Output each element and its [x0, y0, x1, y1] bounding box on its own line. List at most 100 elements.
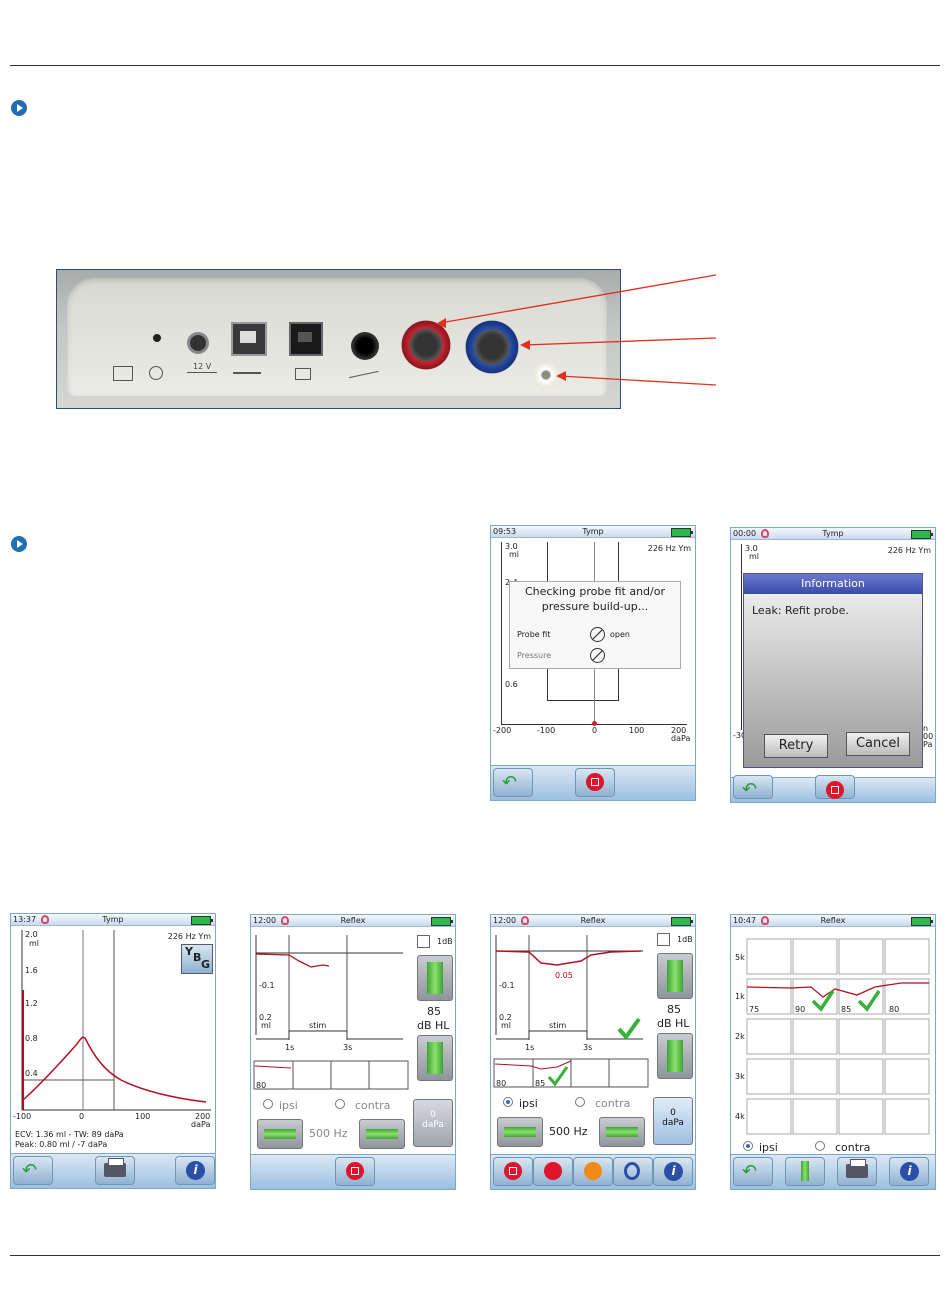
status-bar: 09:53 Tymp	[491, 526, 695, 538]
footer-rule	[10, 1255, 940, 1256]
usb-port	[231, 322, 267, 356]
status-bar: 10:47 Reflex	[731, 915, 935, 927]
time-3s: 3s	[343, 1043, 353, 1052]
back-button[interactable]: ↶	[733, 1157, 773, 1186]
ipsi-radio[interactable]	[503, 1097, 513, 1107]
search-button[interactable]	[573, 1157, 613, 1186]
1db-checkbox[interactable]	[657, 933, 670, 946]
contra-radio[interactable]	[815, 1141, 825, 1151]
dapa-value: 0	[430, 1110, 436, 1120]
ipsi-radio[interactable]	[263, 1099, 273, 1109]
dapa-button[interactable]: 0 daPa	[413, 1099, 453, 1147]
level-up-button[interactable]	[657, 953, 693, 999]
y-axis-top: 3.0	[505, 542, 518, 551]
ipsi-label: ipsi	[519, 1097, 538, 1110]
ipsi-radio[interactable]	[743, 1141, 753, 1151]
screen-tymp-result: 13:37 Tymp 2.0 ml 226 Hz Ym Y B G 1.6 1.…	[10, 913, 216, 1189]
ear-probe-button[interactable]	[613, 1157, 653, 1186]
y-tick: 1.6	[25, 966, 38, 975]
stop-button[interactable]	[493, 1157, 533, 1186]
back-button[interactable]: ↶	[493, 768, 533, 797]
print-button[interactable]	[95, 1156, 135, 1185]
contra-radio[interactable]	[575, 1097, 585, 1107]
dapa-value: 0	[670, 1108, 676, 1118]
screen-tymp-leak: 00:00 Tymp 3.0 ml 226 Hz Ym -30 n 00 Pa …	[730, 527, 936, 803]
contra-label: contra	[355, 1099, 391, 1112]
frequency-value: 500 Hz	[309, 1127, 348, 1140]
ipsi-label: ipsi	[759, 1141, 778, 1154]
grid-cell	[792, 1018, 838, 1055]
y-tick: -0.1	[259, 981, 275, 990]
cell-value: 75	[749, 1005, 760, 1014]
y-axis	[741, 544, 742, 730]
screen-reflex-result: 12:00 Reflex 0.05 -0.1 0.2 ml stim 1s 3s…	[490, 914, 696, 1190]
level-down-button[interactable]	[417, 1035, 453, 1081]
bottom-toolbar: ↶ i	[11, 1153, 215, 1188]
y-axis-unit: ml	[509, 550, 520, 559]
dc-polarity-icon	[187, 372, 217, 378]
ybg-button[interactable]: Y B G	[181, 944, 213, 974]
mini-label: 85	[535, 1079, 546, 1088]
x-tick: -100	[537, 726, 556, 735]
cancel-button[interactable]: Cancel	[846, 732, 910, 756]
screen-title: Reflex	[820, 916, 846, 925]
stim-label: stim	[309, 1021, 327, 1030]
ybg-b: B	[193, 951, 202, 964]
power-icon	[149, 366, 163, 380]
down-arrow-icon	[801, 1161, 809, 1181]
clock: 09:53	[493, 527, 517, 536]
play-button[interactable]	[533, 1157, 573, 1186]
reflex-chart	[493, 935, 649, 1088]
1db-label: 1dB	[677, 935, 693, 944]
back-arrow-icon: ↶	[22, 1160, 38, 1181]
back-button[interactable]: ↶	[733, 775, 773, 799]
stop-button[interactable]	[335, 1157, 375, 1186]
ybg-y: Y	[185, 945, 193, 958]
left-arrow-icon	[264, 1129, 296, 1139]
down-arrow-icon	[667, 1040, 683, 1072]
y-axis-unit: ml	[29, 939, 40, 948]
ear-probe-icon	[624, 1162, 640, 1180]
battery-icon	[911, 530, 933, 539]
x-tick: 200	[195, 1112, 211, 1121]
y-tick: -0.1	[499, 981, 515, 990]
stop-button[interactable]	[815, 775, 855, 799]
pressure-tube-connector	[533, 362, 559, 388]
info-icon: i	[186, 1161, 205, 1180]
check-mark-icon	[617, 1017, 641, 1041]
clock: 12:00	[493, 916, 517, 925]
dapa-unit: daPa	[662, 1118, 684, 1128]
freq-up-button[interactable]	[359, 1119, 405, 1149]
freq-down-button[interactable]	[257, 1119, 303, 1149]
level-up-button[interactable]	[417, 955, 453, 1001]
reflex-trace	[746, 982, 929, 998]
stop-button[interactable]	[575, 768, 615, 797]
dapa-button[interactable]: 0 daPa	[653, 1097, 693, 1145]
back-button[interactable]: ↶	[13, 1156, 53, 1185]
battery-icon	[671, 917, 693, 926]
frequency-label: 226 Hz Ym	[887, 546, 931, 555]
retry-button[interactable]: Retry	[764, 734, 828, 758]
reflex-trace	[255, 953, 330, 968]
contra-radio[interactable]	[335, 1099, 345, 1109]
freq-down-button[interactable]	[497, 1117, 543, 1147]
reset-pinhole	[153, 334, 161, 342]
info-icon: i	[664, 1162, 683, 1181]
bottom-toolbar: ↶ i	[731, 1154, 935, 1189]
frequency-label: 226 Hz Ym	[647, 544, 691, 553]
y-tick: 0.2	[259, 1013, 272, 1022]
info-button[interactable]: i	[889, 1157, 929, 1186]
info-button[interactable]: i	[175, 1156, 215, 1185]
y-tick: 0.2	[499, 1013, 512, 1022]
down-button[interactable]	[785, 1157, 825, 1186]
battery-icon	[191, 916, 213, 925]
level-down-button[interactable]	[657, 1033, 693, 1079]
info-button[interactable]: i	[653, 1157, 693, 1186]
print-button[interactable]	[837, 1157, 877, 1186]
level-unit: dB HL	[657, 1017, 690, 1030]
grid-cell	[884, 1098, 930, 1135]
1db-checkbox[interactable]	[417, 935, 430, 948]
freq-up-button[interactable]	[599, 1117, 645, 1147]
tymp-curve-chart	[21, 930, 211, 1111]
grid-cell	[838, 938, 884, 975]
